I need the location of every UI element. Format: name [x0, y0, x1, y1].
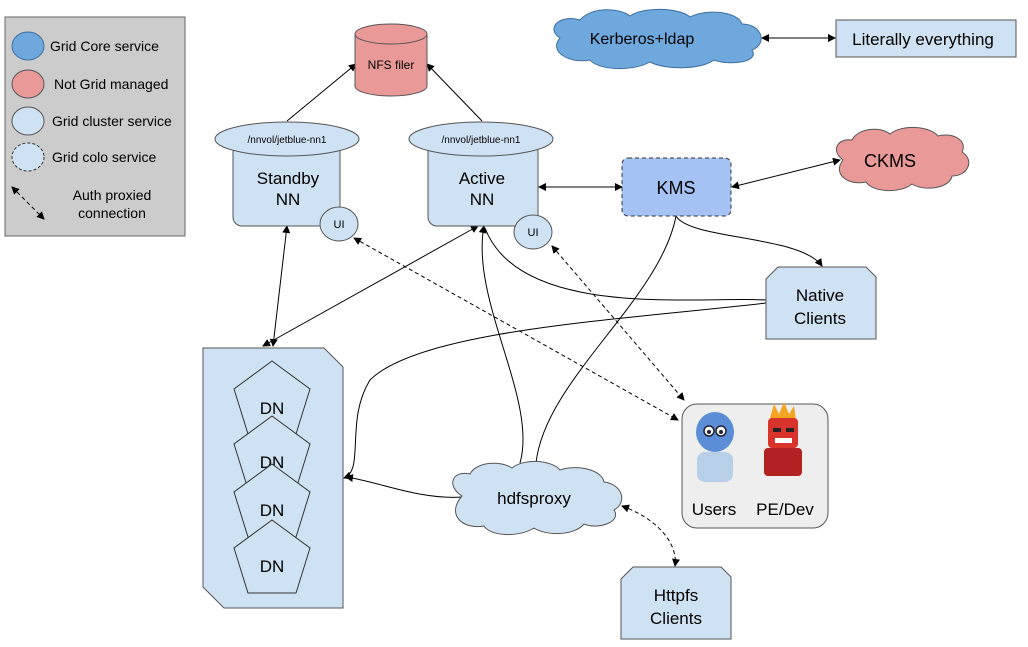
httpfs-clients: Httpfs Clients: [620, 566, 732, 640]
legend-auth-line2: connection: [78, 205, 146, 221]
nfs-filer-top: [354, 23, 428, 45]
nfs-filer-label: NFS filer: [368, 58, 415, 72]
datanode-1-label: DN: [260, 399, 285, 418]
kms-label: KMS: [656, 178, 695, 198]
httpfs-clients-label-line2: Clients: [650, 609, 702, 628]
legend-cluster-swatch: [11, 106, 45, 136]
active-nn-volume: [408, 121, 554, 157]
kms-box: [621, 157, 732, 217]
hdfsproxy-label: hdfsproxy: [497, 489, 571, 508]
standby-nn-label-line2: NN: [276, 190, 301, 209]
legend-auth-arrow: [11, 186, 45, 220]
literally-everything-label: Literally everything: [852, 30, 994, 49]
standby-nn-volume-label: /nnvol/jetblue-nn1: [248, 135, 327, 146]
active-nn-label-line1: Active: [459, 169, 505, 188]
users-label: Users: [692, 500, 736, 519]
legend-core-label: Grid Core service: [50, 38, 159, 54]
standby-nn-ui-label: UI: [334, 219, 345, 231]
datanode-2-label: DN: [260, 453, 285, 472]
datanode-3-label: DN: [260, 501, 285, 520]
nfs-filer-body: [354, 34, 428, 97]
active-nn-ui-label: UI: [528, 227, 539, 239]
active-nn: /nnvol/jetblue-nn1 Active NN UI: [408, 121, 554, 250]
native-clients-box: [765, 266, 877, 340]
active-nn-volume-label: /nnvol/jetblue-nn1: [442, 135, 521, 146]
legend-not-managed-swatch: [11, 69, 45, 99]
active-nn-label-line2: NN: [470, 190, 495, 209]
ckms-cloud: CKMS: [835, 127, 970, 191]
native-clients-label-line1: Native: [796, 286, 844, 305]
standby-dn-arrow: [269, 225, 291, 347]
active-nn-ui: [513, 214, 553, 250]
users-avatar-icon: [696, 412, 734, 482]
legend-colo-label: Grid colo service: [52, 149, 156, 165]
standby-nn-volume: [214, 121, 360, 157]
active-dn-arrow: [262, 225, 479, 347]
kms-ckms-arrow: [731, 157, 841, 190]
ckms-label: CKMS: [864, 151, 916, 171]
legend-cluster-label: Grid cluster service: [52, 113, 172, 129]
datanode-cluster: DN DN DN DN: [202, 347, 344, 609]
hdfsproxy-cloud-shape: [452, 461, 623, 535]
ckms-cloud-shape: [835, 127, 970, 191]
datanode-4: DN: [233, 519, 311, 594]
kerberos-cloud-shape: [553, 8, 762, 70]
standby-nn-ui: [319, 206, 359, 242]
hdfsproxy-httpfs-arrow: [621, 504, 680, 567]
literally-everything-box: [835, 19, 1017, 58]
connections: [262, 34, 841, 567]
active-to-nfs-arrow: [426, 63, 483, 122]
datanode-4-pentagon: [233, 519, 311, 594]
native-clients: Native Clients: [765, 266, 877, 340]
kerberos-label: Kerberos+ldap: [590, 31, 695, 48]
literally-everything: Literally everything: [835, 19, 1017, 58]
hdfsproxy-dn-arrow: [345, 474, 463, 498]
legend: Grid Core service Not Grid managed Grid …: [4, 16, 186, 237]
kms-native-arrow: [675, 215, 823, 267]
legend-not-managed-label: Not Grid managed: [54, 76, 168, 92]
kms: KMS: [621, 157, 732, 217]
hdfsproxy-cloud: hdfsproxy: [452, 461, 623, 535]
pedev-label: PE/Dev: [756, 500, 814, 519]
legend-auth-line1: Auth proxied: [73, 187, 152, 203]
standby-nn: /nnvol/jetblue-nn1 Standby NN UI: [214, 121, 360, 242]
httpfs-clients-box: [620, 566, 732, 640]
hdfsproxy-active-arrow: [478, 225, 524, 464]
legend-core-swatch: [11, 31, 45, 61]
native-clients-label-line2: Clients: [794, 309, 846, 328]
kerberos-cloud: Kerberos+ldap: [553, 8, 762, 70]
pedev-avatar-icon: [764, 402, 802, 476]
nfs-filer: NFS filer: [354, 23, 428, 97]
standby-nn-label-line1: Standby: [257, 169, 320, 188]
hdfsproxy-kms-curve: [535, 215, 677, 464]
standby-to-nfs-arrow: [286, 63, 357, 122]
httpfs-clients-label-line1: Httpfs: [654, 586, 698, 605]
active-ui-users-arrow: [551, 245, 685, 401]
users-group: Users PE/Dev: [681, 402, 829, 529]
legend-colo-swatch: [11, 142, 45, 172]
datanode-3: DN: [233, 463, 311, 538]
datanode-4-label: DN: [260, 557, 285, 576]
